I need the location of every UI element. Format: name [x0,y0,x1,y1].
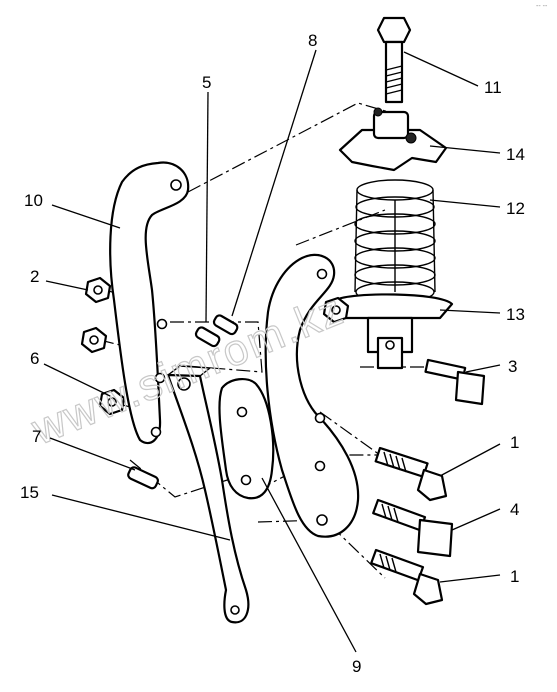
part-9-link-plate [218,378,275,500]
part-1-bolt-lower [370,548,444,606]
callout-4: 4 [510,500,519,519]
callout-8: 8 [308,31,317,50]
callout-labels: 8 5 11 14 10 12 2 13 6 3 7 1 15 4 1 9 [20,31,525,676]
part-8-pin [212,314,239,336]
callout-2: 2 [30,267,39,286]
part-14-spring-seat [338,107,448,172]
part-5-pin [194,326,221,348]
part-6-nut-lower [98,388,126,416]
part-3-t-bolt [424,358,486,406]
part-7-pin [127,466,159,490]
leader-lines [43,49,501,653]
callout-11: 11 [484,78,502,97]
callout-12: 12 [506,199,525,218]
part-2-nut [84,276,112,304]
nut-on-right-plate [322,296,350,324]
callout-1-lower: 1 [510,567,519,586]
right-side-plate [264,253,360,538]
callout-7: 7 [32,427,41,446]
part-10-lever-plate [109,161,190,445]
callout-3: 3 [508,357,517,376]
part-6-nut-upper [80,326,108,354]
callout-15: 15 [20,483,39,502]
callout-13: 13 [506,305,525,324]
part-12-coil-spring [354,179,436,303]
callout-14: 14 [506,145,525,164]
callout-1-upper: 1 [510,433,519,452]
callout-5: 5 [202,73,211,92]
callout-6: 6 [30,349,39,368]
part-1-bolt-upper [374,446,448,502]
corner-mark: -- -- [536,3,548,10]
part-13-spring-cup [334,293,454,370]
part-4-t-bolt [372,498,454,558]
part-15-hook-lever [166,365,250,624]
callout-9: 9 [352,657,361,676]
callout-10: 10 [24,191,43,210]
part-11-bolt [376,16,412,104]
